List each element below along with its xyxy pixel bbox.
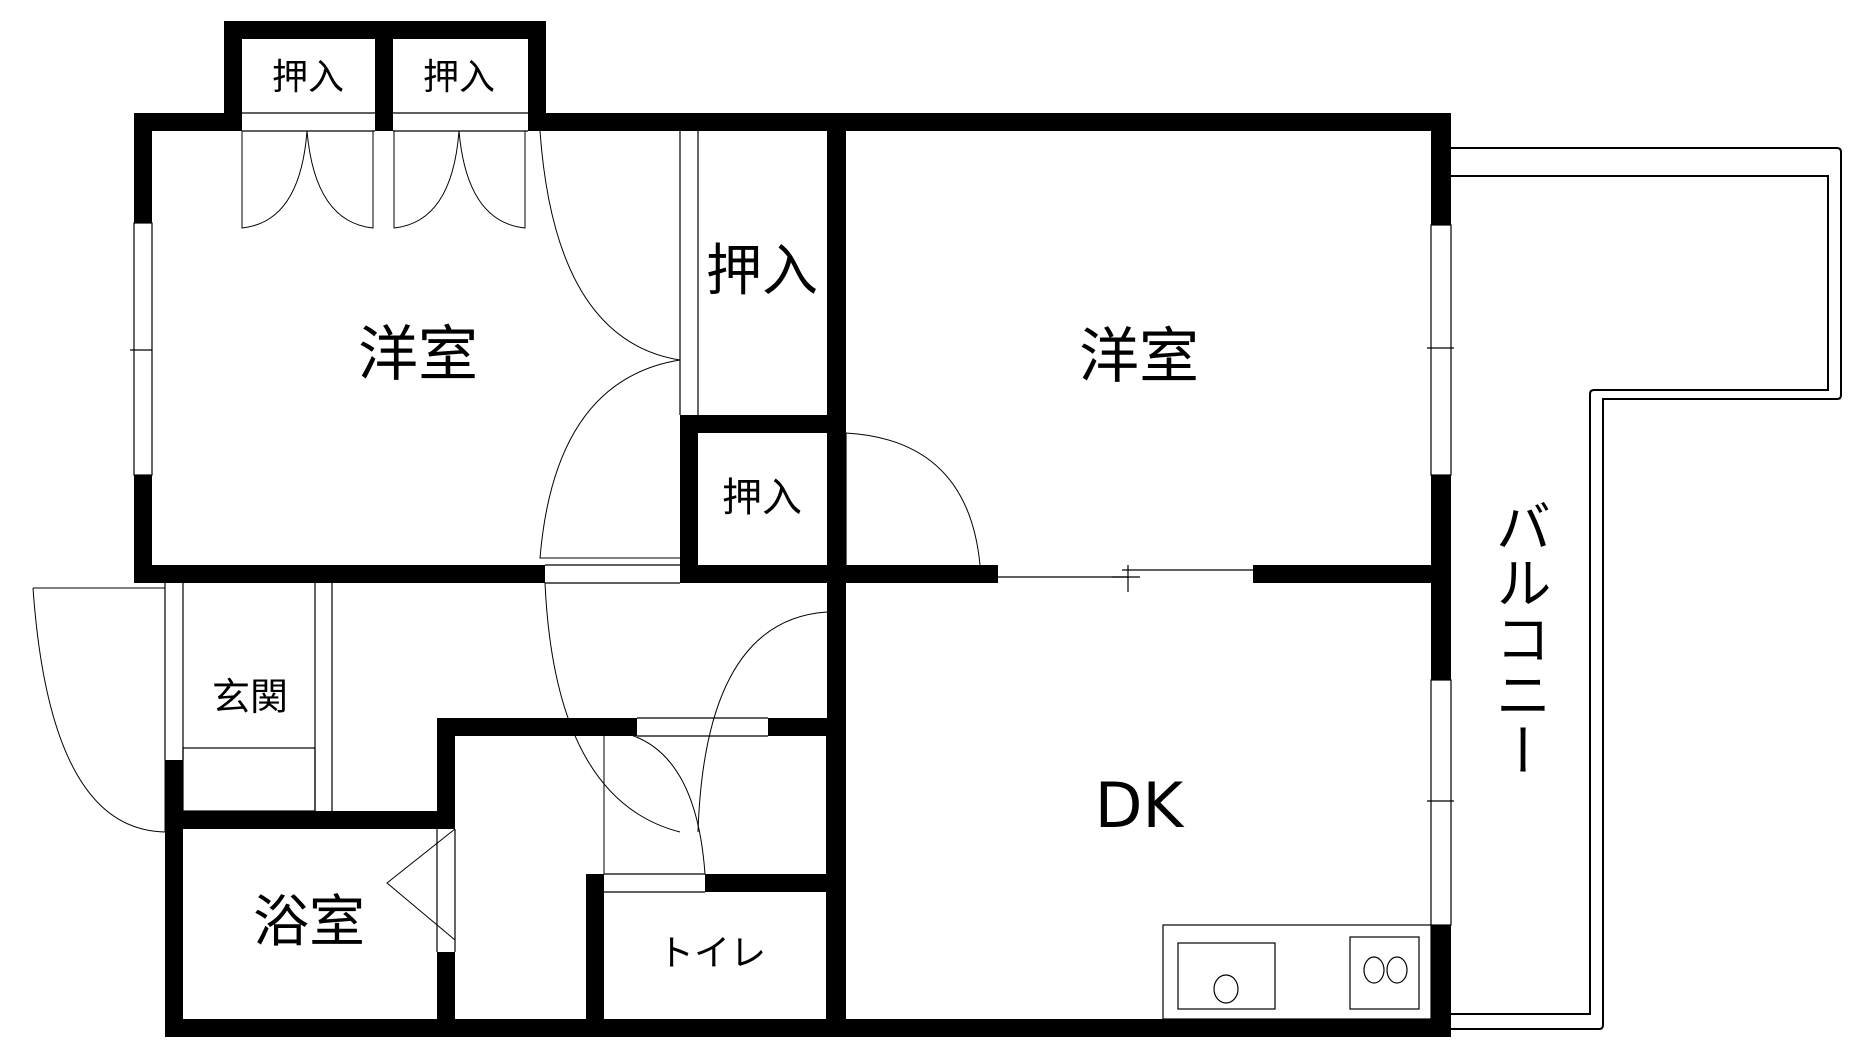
balcony-label: バルコニー xyxy=(1486,498,1551,778)
bathroom-label: 浴室 xyxy=(253,890,365,955)
closet-middle-small-label: 押入 xyxy=(722,475,802,521)
closet-middle-large-label: 押入 xyxy=(706,239,818,304)
western-room-right-label: 洋室 xyxy=(1079,322,1199,392)
door-swings xyxy=(32,130,981,941)
balcony-railing xyxy=(1451,147,1842,1030)
closet-top-left-label: 押入 xyxy=(271,57,345,98)
dining-kitchen-label: DK xyxy=(1094,769,1184,842)
closet-top-right-label: 押入 xyxy=(422,57,496,98)
western-room-left-label: 洋室 xyxy=(358,320,478,390)
toilet-label: トイレ xyxy=(657,933,767,974)
walls xyxy=(134,21,1451,1037)
entrance-label: 玄関 xyxy=(211,675,289,719)
